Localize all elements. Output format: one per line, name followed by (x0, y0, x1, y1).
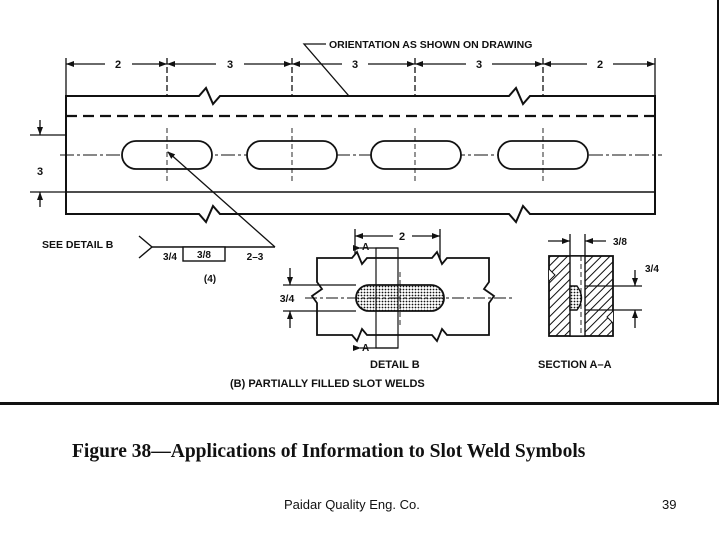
detail-height-label: 3/4 (280, 293, 295, 305)
footer-company: Paidar Quality Eng. Co. (284, 497, 420, 512)
slots (121, 140, 589, 170)
detail-width-label: 2 (399, 231, 405, 243)
symbol-leader (167, 151, 276, 248)
section-thickness-dimension (548, 234, 606, 256)
dim-label-3: 3 (352, 59, 358, 71)
top-dimension-line (65, 58, 656, 96)
dim-label-5: 2 (597, 59, 603, 71)
section-depth-arrows (632, 278, 638, 318)
dim-label-4: 3 (476, 59, 482, 71)
height-label: 3 (37, 166, 43, 178)
figure-caption: Figure 38—Applications of Information to… (72, 441, 586, 462)
height-dimension (30, 120, 66, 207)
height-arrows (37, 127, 43, 200)
section-marker-bottom: A (362, 343, 369, 354)
section-thickness-arrows (562, 238, 593, 244)
section-marker-top: A (362, 242, 369, 253)
slot-weld-drawing: 2 3 3 3 2 ORIENTATION AS SHOWN ON DRAWIN… (30, 39, 662, 390)
slot-3 (370, 140, 462, 170)
weld-symbol (138, 235, 275, 262)
dim-label-2: 3 (227, 59, 233, 71)
page-number: 39 (662, 497, 677, 512)
dim-label-1: 2 (115, 59, 121, 71)
section-a-a-view (548, 255, 614, 337)
section-caption: SECTION A–A (538, 359, 612, 371)
symbol-left-value: 3/4 (163, 252, 177, 263)
symbol-count: (4) (204, 274, 216, 285)
weld-figure: 2 3 3 3 2 ORIENTATION AS SHOWN ON DRAWIN… (0, 0, 719, 405)
symbol-right-value: 2–3 (247, 252, 264, 263)
figure-subtitle: (B) PARTIALLY FILLED SLOT WELDS (230, 378, 425, 390)
detail-caption: DETAIL B (370, 359, 420, 371)
section-thickness-label: 3/8 (613, 237, 627, 248)
symbol-box-value: 3/8 (197, 250, 211, 261)
see-detail-label: SEE DETAIL B (42, 239, 114, 251)
section-depth-label: 3/4 (645, 264, 659, 275)
slot-center-lines (166, 128, 544, 182)
top-dimension-arrows (66, 61, 655, 67)
orientation-note: ORIENTATION AS SHOWN ON DRAWING (329, 39, 532, 51)
